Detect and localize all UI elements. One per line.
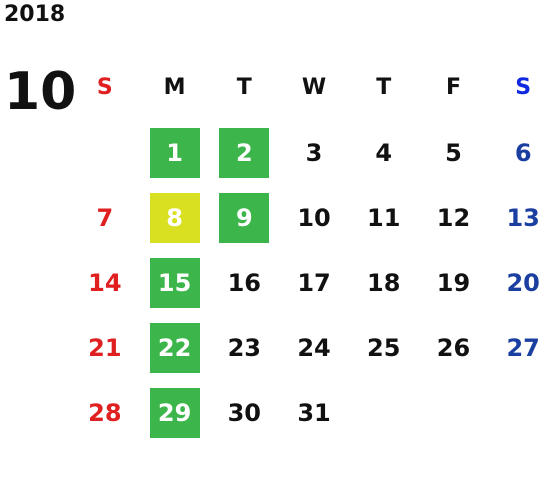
highlighted-day-number: 9 [219,192,270,243]
day-number: 19 [436,268,471,297]
day-cell[interactable]: 6 [488,120,548,185]
day-number: 20 [506,268,540,297]
day-number: 13 [506,203,540,232]
day-cell[interactable]: 30 [209,380,279,445]
day-cell[interactable]: 5 [419,120,489,185]
day-cell[interactable]: 14 [70,250,140,315]
day-cell[interactable]: 21 [70,315,140,380]
day-number: 26 [436,333,471,362]
day-cell[interactable]: 7 [70,185,140,250]
day-number [498,388,548,438]
day-number: 5 [445,138,462,167]
highlighted-day-number: 29 [149,387,200,438]
empty-day-cell [349,380,419,445]
year-label: 2018 [4,2,66,27]
day-number: 30 [227,398,261,427]
highlighted-day-number: 22 [149,322,200,373]
week-row: 21 22 23 24 25 26 27 [70,315,548,380]
day-number: 21 [88,333,122,362]
day-cell[interactable]: 4 [349,120,419,185]
day-cell[interactable]: 16 [209,250,279,315]
day-cell[interactable]: 11 [349,185,419,250]
day-number: 14 [88,268,122,297]
weekday-header: S M T W T F S [70,55,548,120]
day-cell[interactable]: 3 [279,120,349,185]
empty-day-cell [488,380,548,445]
day-cell[interactable]: 13 [488,185,548,250]
weekday-monday: M [163,75,186,100]
week-row: 14 15 16 17 18 19 20 [70,250,548,315]
day-number: 25 [367,333,401,362]
day-cell[interactable]: 29 [140,380,210,445]
weekday-friday: F [445,75,461,100]
week-row: 28 29 30 31 [70,380,548,445]
weekday-tuesday: T [236,75,252,100]
day-number: 17 [297,268,331,297]
weekday-saturday: S [515,75,532,100]
day-cell[interactable]: 18 [349,250,419,315]
day-number: 11 [367,203,401,232]
day-number: 31 [297,398,331,427]
weekday-thursday: T [376,75,392,100]
day-number [80,128,130,178]
day-cell[interactable]: 31 [279,380,349,445]
day-cell[interactable]: 28 [70,380,140,445]
day-cell[interactable]: 19 [419,250,489,315]
day-cell[interactable]: 26 [419,315,489,380]
month-number: 10 [4,62,77,122]
day-number: 27 [506,333,540,362]
day-number: 6 [514,138,532,167]
day-cell[interactable]: 17 [279,250,349,315]
day-number: 16 [227,268,261,297]
day-number: 3 [305,138,323,167]
day-cell[interactable]: 15 [140,250,210,315]
weekday-wednesday: W [301,75,327,100]
day-cell[interactable]: 23 [209,315,279,380]
day-number: 4 [375,138,393,167]
day-cell[interactable]: 24 [279,315,349,380]
highlighted-day-number: 15 [149,257,200,308]
day-cell[interactable]: 8 [140,185,210,250]
day-cell[interactable]: 1 [140,120,210,185]
day-cell[interactable]: 25 [349,315,419,380]
day-number: 12 [436,203,471,232]
day-cell[interactable]: 20 [488,250,548,315]
day-number: 10 [297,203,331,232]
day-number: 7 [96,203,114,232]
day-cell[interactable]: 12 [419,185,489,250]
highlighted-day-number: 2 [219,127,270,178]
weekday-sunday: S [96,75,113,100]
day-cell[interactable]: 10 [279,185,349,250]
day-number: 18 [367,268,401,297]
day-cell[interactable]: 22 [140,315,210,380]
day-number: 28 [88,398,122,427]
day-number [428,388,478,438]
day-cell[interactable]: 27 [488,315,548,380]
empty-day-cell [70,120,140,185]
day-number [359,388,409,438]
highlighted-day-number: 1 [149,127,200,178]
day-number: 23 [227,333,261,362]
highlighted-day-number: 8 [149,192,200,243]
day-cell[interactable]: 9 [209,185,279,250]
empty-day-cell [419,380,489,445]
day-cell[interactable]: 2 [209,120,279,185]
day-number: 24 [297,333,331,362]
